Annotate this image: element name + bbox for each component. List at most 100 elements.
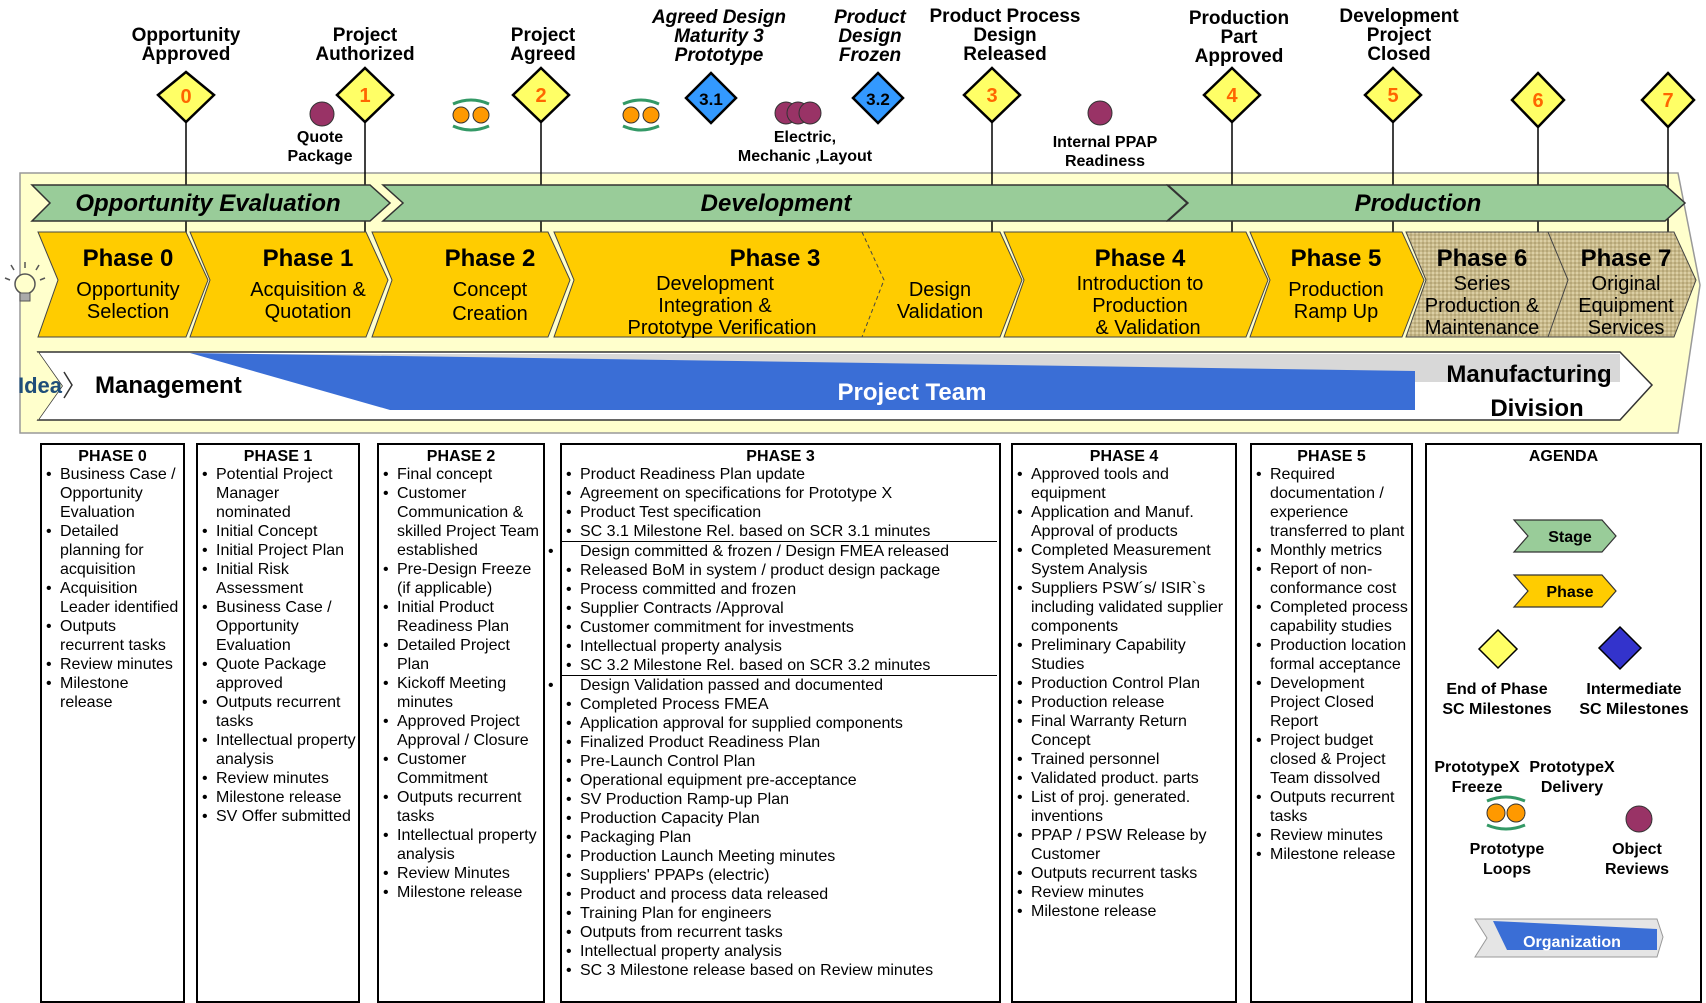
legend-phase-label: Phase xyxy=(1546,584,1593,601)
phase-sub: Validation xyxy=(897,301,983,323)
organization-band: Idea Management Project Team Manufacturi… xyxy=(18,351,1654,422)
phase-sub: Maintenance xyxy=(1425,317,1540,339)
legend-object-reviews-label: Object Reviews xyxy=(1604,841,1670,878)
list-item: Suppliers PSW´s/ ISIR`s including valida… xyxy=(1017,579,1233,636)
list-item: Detailed Project Plan xyxy=(383,636,541,674)
milestone-3-2-diamond xyxy=(851,71,905,125)
list-item: Production location formal acceptance xyxy=(1256,636,1409,674)
list-item: List of proj. generated. inventions xyxy=(1017,788,1233,826)
legend-object-review-icon xyxy=(1625,805,1653,833)
legend-milestone-diamond-icon xyxy=(1477,628,1519,670)
phase-5-heading: PHASE 5 xyxy=(1297,448,1366,465)
phase-sub: Equipment xyxy=(1578,295,1674,317)
phase-title: Phase 6 xyxy=(1437,245,1528,272)
phase-title: Phase 7 xyxy=(1581,245,1672,272)
phase-2-chevron xyxy=(371,231,571,338)
phase-sub: Design xyxy=(909,279,971,301)
milestone-2-label: Project Agreed xyxy=(510,25,576,65)
phase-title: Phase 1 xyxy=(263,245,354,272)
phase-sub: Integration & xyxy=(658,295,772,317)
object-review-icon xyxy=(309,101,335,127)
list-item: Development Project Closed Report xyxy=(1256,674,1409,731)
phase-sub: Introduction to xyxy=(1077,273,1204,295)
phase-title: Phase 5 xyxy=(1291,245,1382,272)
agenda-box: AGENDA Stage Phase Organization End of P… xyxy=(1425,443,1702,1003)
phase-1-box: PHASE 1 Potential Project Manager nomina… xyxy=(196,443,360,1003)
list-item: Outputs recurrent tasks xyxy=(1017,864,1233,883)
division-label: Division xyxy=(1490,395,1583,422)
phase-sub: Creation xyxy=(452,303,528,325)
list-item: Packaging Plan xyxy=(566,828,997,847)
milestone-6-number: 6 xyxy=(1532,90,1543,112)
list-item: SC 3.2 Milestone Rel. based on SCR 3.2 m… xyxy=(566,656,997,675)
phase-4-deliverables: Approved tools and equipment Application… xyxy=(1013,465,1235,921)
milestone-3-number: 3 xyxy=(986,85,997,107)
list-item: Production Control Plan xyxy=(1017,674,1233,693)
milestone-6-diamond xyxy=(1510,71,1566,129)
phase-sub: Production & xyxy=(1425,295,1540,317)
list-item: Trained personnel xyxy=(1017,750,1233,769)
list-item: Design committed & frozen / Design FMEA … xyxy=(548,541,997,561)
list-item: Potential Project Manager nominated xyxy=(202,465,356,522)
phase-sub: & Validation xyxy=(1095,317,1200,339)
phase-4-box: PHASE 4 Approved tools and equipment App… xyxy=(1011,443,1237,1003)
list-item: PPAP / PSW Release by Customer xyxy=(1017,826,1233,864)
list-item: Intellectual property analysis xyxy=(566,942,997,961)
list-item: Approved tools and equipment xyxy=(1017,465,1233,503)
list-item: Milestone release xyxy=(202,788,356,807)
list-item: Product and process data released xyxy=(566,885,997,904)
legend-phase-arrow xyxy=(1512,574,1617,608)
milestone-3-1-label: Agreed Design Maturity 3 Prototype xyxy=(651,7,787,66)
legend-prototype-loops-label: Prototype Loops xyxy=(1469,841,1545,878)
phase-4-heading: PHASE 4 xyxy=(1089,448,1159,465)
phase-5-box: PHASE 5 Required documentation / experie… xyxy=(1250,443,1413,1003)
phase-sub: Production xyxy=(1288,279,1384,301)
list-item: Intellectual property analysis xyxy=(566,637,997,656)
list-item: Initial Concept xyxy=(202,522,356,541)
list-item: Customer Communication & skilled Project… xyxy=(383,484,541,560)
phase-3-deliverables: Product Readiness Plan update Agreement … xyxy=(548,465,999,980)
milestone-lines xyxy=(185,122,1669,245)
phase-5-deliverables: Required documentation / experience tran… xyxy=(1252,465,1411,864)
idea-arrow xyxy=(63,371,73,399)
milestone-1-diamond xyxy=(335,66,395,124)
list-item: Milestone release xyxy=(1256,845,1409,864)
phase-3-heading: PHASE 3 xyxy=(746,448,815,465)
list-item: Kickoff Meeting minutes xyxy=(383,674,541,712)
list-item: Customer commitment for investments xyxy=(566,618,997,637)
internal-ppap-label: Internal PPAP Readiness xyxy=(1052,134,1158,170)
milestone-0-label: Opportunity Approved xyxy=(131,25,241,65)
list-item: Quote Package approved xyxy=(202,655,356,693)
milestone-3-2-label: Product Design Frozen xyxy=(834,7,906,66)
list-item: Detailed planning for acquisition xyxy=(46,522,181,579)
milestone-3-2-number: 3.2 xyxy=(866,90,890,109)
phase-1-deliverables: Potential Project Manager nominated Init… xyxy=(198,465,358,826)
idea-label: Idea xyxy=(18,373,63,398)
list-item: Review minutes xyxy=(1256,826,1409,845)
phase-sub: Services xyxy=(1588,317,1665,339)
milestone-diamonds: 0 1 2 3.1 3.2 3 4 5 6 7 xyxy=(156,66,1696,129)
milestone-0-diamond xyxy=(156,70,216,124)
phase-0-box: PHASE 0 Business Case / Opportunity Eval… xyxy=(40,443,185,1003)
project-team-wedge xyxy=(190,353,1415,410)
phase-5-chevron xyxy=(1249,231,1425,338)
phase-7-chevron xyxy=(1547,231,1697,338)
phase-3-box: PHASE 3 Product Readiness Plan update Ag… xyxy=(548,443,1001,1003)
object-reviews xyxy=(309,100,1113,127)
prototype-loop-icon xyxy=(452,98,490,132)
list-item: Validated product. parts xyxy=(1017,769,1233,788)
milestone-1-label: Project Authorized xyxy=(315,25,415,65)
management-label: Management xyxy=(95,372,242,399)
list-item: Initial Product Readiness Plan xyxy=(383,598,541,636)
list-item: Released BoM in system / product design … xyxy=(566,561,997,580)
phase-sub: Development xyxy=(656,273,774,295)
phase-3-chevron xyxy=(553,231,1023,338)
legend-intermediate-label: Intermediate SC Milestones xyxy=(1579,681,1689,718)
stage-label-opportunity-evaluation: Opportunity Evaluation xyxy=(75,190,340,217)
phase-sub: Selection xyxy=(87,301,169,323)
list-item: Business Case / Opportunity Evaluation xyxy=(46,465,181,522)
manufacturing-label: Manufacturing xyxy=(1446,361,1611,388)
phase-sub: Concept xyxy=(453,279,528,301)
phase-sub: Quotation xyxy=(265,301,352,323)
legend-intermediate-diamond-icon xyxy=(1597,625,1643,671)
